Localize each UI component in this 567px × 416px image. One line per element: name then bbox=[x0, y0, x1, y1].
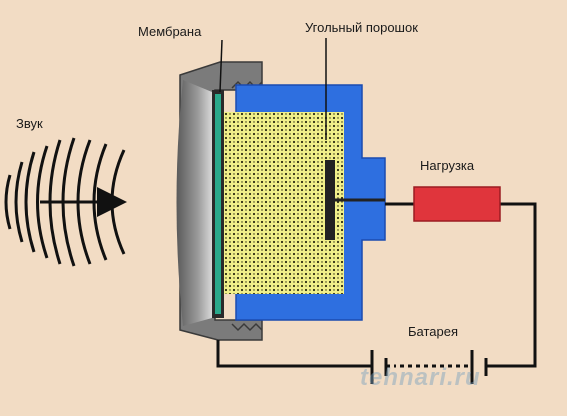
frame-horn bbox=[176, 80, 212, 326]
load-resistor bbox=[413, 186, 501, 222]
watermark: tehnari.ru bbox=[360, 364, 481, 391]
label-membrane: Мембрана bbox=[138, 24, 202, 39]
label-sound: Звук bbox=[16, 116, 43, 131]
membrane-leader bbox=[219, 39, 223, 93]
circuit-wires bbox=[216, 202, 537, 368]
label-load: Нагрузка bbox=[420, 158, 475, 173]
label-carbon-powder: Угольный порошок bbox=[305, 20, 418, 35]
carbon-powder-dots bbox=[222, 112, 344, 294]
frame-thread-bottom bbox=[231, 322, 263, 332]
membrane bbox=[215, 94, 221, 314]
battery bbox=[368, 350, 492, 384]
label-battery: Батарея bbox=[408, 324, 459, 339]
